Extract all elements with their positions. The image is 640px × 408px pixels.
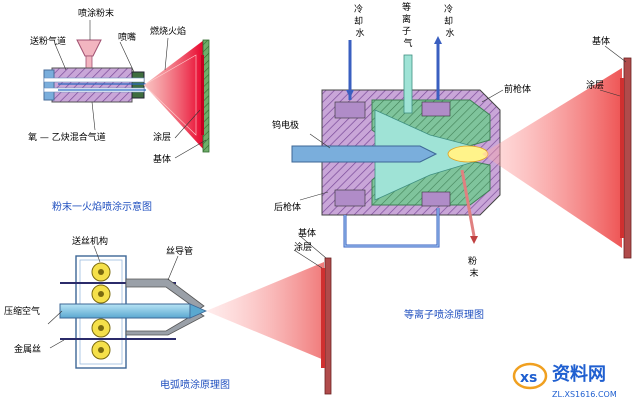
plasma-spray-diagram: 冷 却 水 等 离 子 气 冷 却 水 前枪体 钨电极 后枪体 粉 末 基体 涂… [272,1,632,321]
label-wire-guide: 丝导管 [166,245,193,257]
label-plasma-coating: 涂层 [586,79,604,91]
tungsten-electrode [291,145,438,163]
label-feed-gas: 送粉气道 [30,35,66,47]
label-cooling-water-2: 冷 却 水 [444,3,456,39]
label-front-gun: 前枪体 [504,83,531,95]
label-compressed-air: 压缩空气 [4,305,40,317]
plasma-substrate [623,57,632,259]
powder-hopper [76,39,102,57]
flame-spray-diagram: 喷涂粉末 送粉气道 喷嘴 燃烧火焰 氧 — 乙炔混合气道 涂层 基体 粉末一火焰… [28,7,210,213]
label-flame-coating: 涂层 [153,131,171,143]
arc-substrate [324,257,332,395]
label-nozzle: 喷嘴 [118,32,136,43]
arc-spray-cone [206,262,324,360]
label-tungsten: 钨电极 [272,119,299,131]
label-plasma-gas: 等 离 子 气 [402,1,414,49]
wire-feed-rollers [91,262,111,360]
compressed-air-tube [59,303,191,319]
svg-text:xs: xs [520,370,537,386]
label-rear-gun: 后枪体 [274,201,301,213]
label-plasma-substrate: 基体 [592,35,610,47]
label-powder: 喷涂粉末 [78,7,114,19]
label-plasma-powder: 粉 末 [468,255,480,279]
label-metal-wire: 金属丝 [14,343,41,355]
watermark-logo-icon [512,362,548,390]
arc-spray-diagram: 送丝机构 丝导管 压缩空气 金属丝 基体 涂层 电弧喷涂原理图 [4,227,332,395]
label-flame: 燃烧火焰 [150,25,186,37]
watermark-name: 资料网 [552,363,606,385]
label-arc-coating: 涂层 [294,241,312,253]
flame-caption: 粉末一火焰喷涂示意图 [52,200,152,213]
flame-gun-body [51,67,133,103]
arc-caption: 电弧喷涂原理图 [160,378,230,391]
plasma-caption: 等离子喷涂原理图 [404,308,484,321]
label-cooling-water-1: 冷 却 水 [354,3,366,39]
label-mix-gas: 氧 — 乙炔混合气道 [28,131,106,143]
watermark-url: ZL.XS1616.COM [552,390,617,399]
label-flame-substrate: 基体 [153,153,171,165]
label-wire-feed: 送丝机构 [72,235,108,247]
label-arc-substrate: 基体 [298,227,316,239]
flame-nozzle [131,71,145,99]
plasma-spray-cone [482,68,622,248]
watermark: xs 资料网 ZL.XS1616.COM [512,362,617,399]
